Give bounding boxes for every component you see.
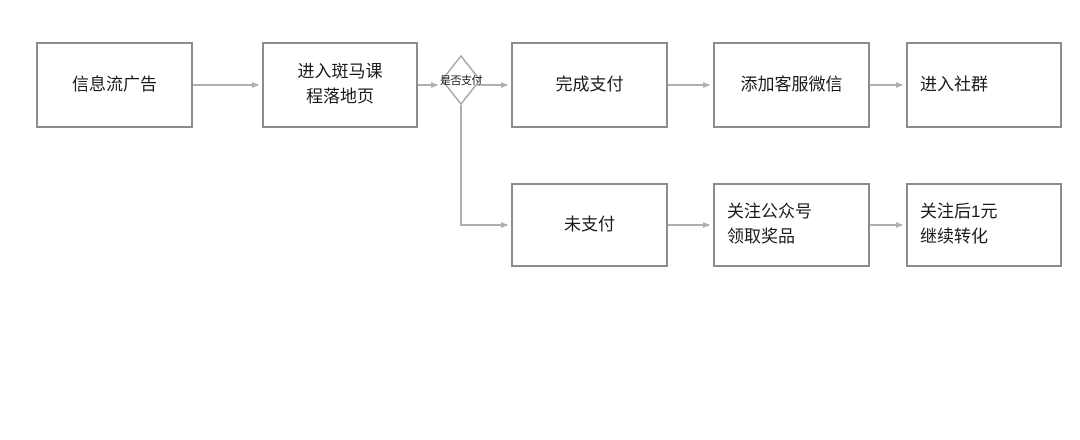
- decision-node-d1[interactable]: 是否支付: [440, 55, 483, 105]
- diamond-icon: [441, 55, 481, 105]
- process-node-label: 信息流广告: [72, 74, 157, 94]
- process-node-n6[interactable]: 未支付: [511, 183, 668, 267]
- process-node-n7[interactable]: 关注公众号 领取奖品: [713, 183, 870, 267]
- process-node-label: 进入斑马课 程落地页: [297, 62, 383, 106]
- process-node-n5[interactable]: 进入社群: [906, 42, 1062, 128]
- decision-node-label: 是否支付: [440, 75, 483, 87]
- process-node-label: 进入社群: [920, 74, 988, 94]
- process-node-label: 添加客服微信: [740, 74, 843, 94]
- flow-edge: [460, 105, 508, 228]
- process-node-n2[interactable]: 进入斑马课 程落地页: [262, 42, 418, 128]
- process-node-label: 完成支付: [555, 74, 624, 94]
- process-node-n4[interactable]: 添加客服微信: [713, 42, 870, 128]
- process-node-n3[interactable]: 完成支付: [511, 42, 668, 128]
- process-node-n8[interactable]: 关注后1元 继续转化: [906, 183, 1062, 267]
- process-node-label: 未支付: [564, 214, 615, 234]
- process-node-label: 关注公众号 领取奖品: [727, 202, 812, 246]
- process-node-n1[interactable]: 信息流广告: [36, 42, 193, 128]
- process-node-label: 关注后1元 继续转化: [920, 202, 998, 246]
